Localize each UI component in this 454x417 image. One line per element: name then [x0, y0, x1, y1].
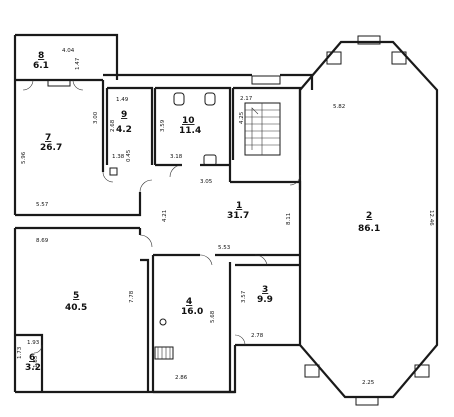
- room-number: 5: [73, 291, 79, 301]
- room-number: 10: [182, 116, 195, 126]
- dimension-label: 2.86: [175, 375, 188, 381]
- room-number: 8: [38, 51, 44, 61]
- dimension-label: 1.93: [27, 340, 40, 346]
- room-area: 16.0: [181, 307, 203, 317]
- room-area: 11.4: [179, 126, 201, 136]
- fixtures: [109, 92, 217, 360]
- radiator-icon: [154, 346, 174, 360]
- dimension-label: 5.82: [333, 104, 345, 110]
- doors: [22, 79, 301, 354]
- sink-icon: [203, 154, 217, 166]
- room-area: 4.2: [116, 125, 132, 135]
- dimension-label: 4.21: [162, 210, 168, 222]
- dimension-label: 3.05: [200, 179, 213, 185]
- dimension-label: 2.68: [110, 119, 116, 132]
- dimension-label: 8.11: [286, 213, 292, 225]
- dimension-label: 7.78: [129, 290, 135, 303]
- dimension-label: 8.69: [36, 238, 49, 244]
- dimension-label: 5.53: [218, 245, 231, 251]
- room-area: 9.9: [257, 295, 273, 305]
- dimension-label: 4.04: [62, 48, 75, 54]
- room-number: 7: [45, 133, 51, 143]
- room-area: 86.1: [358, 224, 380, 234]
- room-number: 3: [262, 285, 268, 295]
- dimension-label: 3.00: [93, 111, 99, 124]
- dimension-labels: 4.04 1.47 3.00 5.96 5.57 1.49 2.68 1.38 …: [17, 48, 434, 386]
- pipe-icon: [159, 318, 167, 326]
- dimension-label: 4.25: [239, 111, 245, 124]
- dimension-label: 2.17: [240, 96, 253, 102]
- dimension-label: 1.73: [17, 346, 23, 359]
- dimension-label: 1.49: [116, 97, 129, 103]
- dimension-label: 3.59: [160, 119, 166, 132]
- dimension-label: 5.68: [210, 310, 216, 323]
- room-area: 31.7: [227, 211, 249, 221]
- dimension-label: 12.46: [428, 210, 434, 226]
- room-number: 1: [236, 201, 242, 211]
- shaft-icon: [109, 167, 118, 176]
- room-area: 3.2: [25, 363, 41, 373]
- staircase: [244, 102, 281, 156]
- window-bays: [47, 35, 430, 406]
- room-number: 2: [366, 211, 372, 221]
- dimension-label: 1.85: [33, 355, 39, 368]
- dimension-label: 3.57: [241, 290, 247, 303]
- room-number: 6: [29, 353, 35, 363]
- toilet-icon: [204, 92, 216, 106]
- dimension-label: 2.78: [251, 333, 264, 339]
- dimension-label: 1.47: [75, 57, 81, 70]
- toilet-icon: [173, 92, 185, 106]
- room-area: 26.7: [40, 143, 62, 153]
- dimension-label: 2.25: [362, 380, 375, 386]
- dimension-label: 3.18: [170, 154, 183, 160]
- room-number: 4: [186, 297, 192, 307]
- dimension-label: 0.45: [126, 149, 132, 162]
- room-number: 9: [121, 110, 127, 120]
- dimension-label: 5.57: [36, 202, 49, 208]
- room-area: 6.1: [33, 61, 49, 71]
- dimension-label: 1.38: [112, 154, 125, 160]
- room-area: 40.5: [65, 303, 87, 313]
- dimension-label: 5.96: [21, 151, 27, 164]
- room-labels: 8 6.1 7 26.7 9 4.2 10 11.4 1 31.7 2 86.1…: [25, 51, 380, 373]
- walls: [13, 33, 439, 399]
